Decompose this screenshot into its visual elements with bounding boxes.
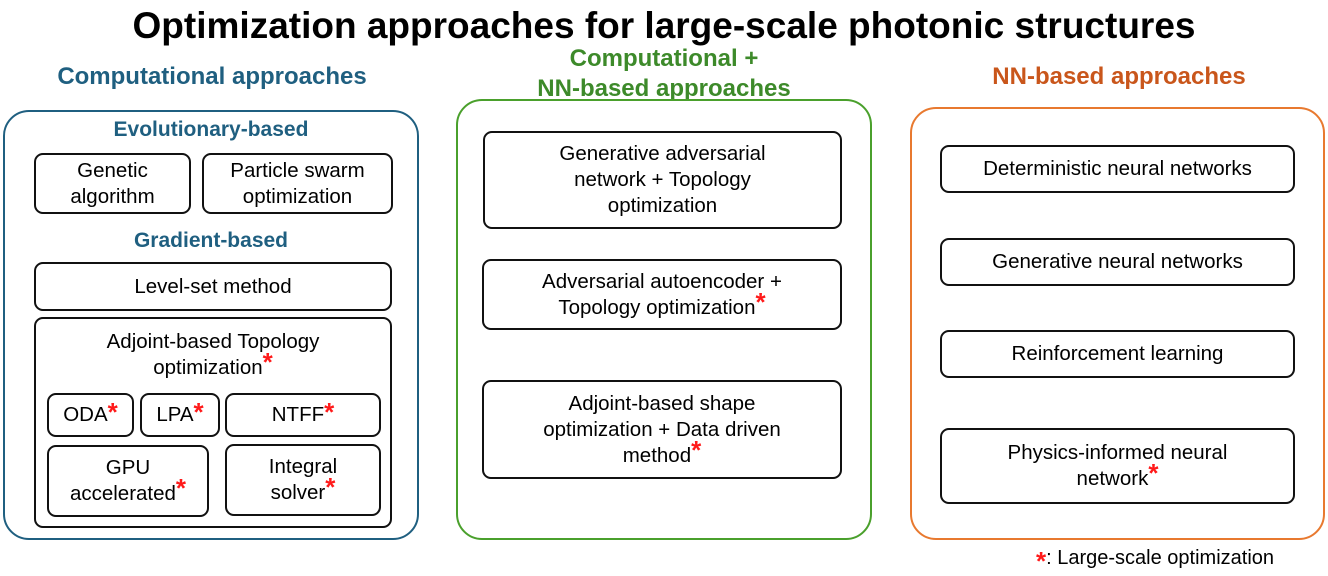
genetic-algorithm-label: Genetic algorithm <box>70 158 155 208</box>
deterministic-nn-box: Deterministic neural networks <box>940 145 1295 193</box>
generative-nn-box: Generative neural networks <box>940 238 1295 286</box>
legend: *: Large-scale optimization <box>1036 546 1275 574</box>
adjoint-shape-line2: optimization + Data driven <box>543 417 781 441</box>
gpu-accelerated-label-line2: accelerated <box>69 482 176 505</box>
level-set-box: Level-set method <box>34 262 392 311</box>
hybrid-panel <box>456 99 872 540</box>
gan-topology-box: Generative adversarial network + Topolog… <box>483 131 842 229</box>
lpa-label: LPA <box>156 403 194 426</box>
lpa-box: LPA* <box>140 393 220 437</box>
aae-topology-line1: Adversarial autoencoder + <box>542 269 782 293</box>
gpu-accelerated-label-line1: GPU <box>105 456 151 479</box>
large-scale-star-icon: * <box>691 434 702 465</box>
integral-solver-label-line2: solver <box>270 481 326 504</box>
pinn-line2: network <box>1076 467 1149 490</box>
oda-label: ODA <box>63 403 108 426</box>
large-scale-star-icon: * <box>1148 458 1159 488</box>
ntff-label: NTFF <box>271 403 325 426</box>
hybrid-heading: Computational + NN-based approaches <box>455 44 873 104</box>
nn-heading: NN-based approaches <box>992 63 1246 90</box>
adjoint-shape-line3: method <box>622 443 692 467</box>
adjoint-topology-label-line2: optimization <box>153 356 263 379</box>
ntff-box: NTFF* <box>225 393 381 437</box>
evolutionary-heading: Evolutionary-based <box>113 118 309 141</box>
aae-topology-line2: Topology optimization <box>558 295 756 319</box>
large-scale-star-icon: * <box>107 397 118 427</box>
integral-solver-label-line1: Integral <box>268 455 338 478</box>
computational-panel <box>3 110 419 540</box>
gan-topology-line3: optimization <box>607 194 718 217</box>
particle-swarm-box: Particle swarm optimization <box>202 153 393 214</box>
hybrid-heading-line2: NN-based approaches <box>537 75 791 102</box>
pinn-line1: Physics-informed neural <box>1007 441 1228 464</box>
legend-text: : Large-scale optimization <box>1046 547 1275 569</box>
adjoint-topology-label-line1: Adjoint-based Topology <box>106 330 320 353</box>
large-scale-star-icon: * <box>262 347 273 377</box>
gan-topology-line1: Generative adversarial <box>559 142 766 165</box>
computational-heading: Computational approaches <box>57 63 367 90</box>
particle-swarm-label: Particle swarm optimization <box>230 158 365 208</box>
diagram-title: Optimization approaches for large-scale … <box>132 5 1196 46</box>
oda-box: ODA* <box>47 393 134 437</box>
nn-panel <box>910 107 1325 540</box>
large-scale-star-icon: * <box>324 397 335 427</box>
large-scale-star-icon: * <box>175 473 187 503</box>
level-set-label: Level-set method <box>134 274 292 298</box>
adjoint-shape-line1: Adjoint-based shape <box>568 391 756 415</box>
aae-topology-box: Adversarial autoencoder + Topology optim… <box>482 259 842 330</box>
reinforcement-learning-label: Reinforcement learning <box>1011 342 1224 365</box>
gradient-heading: Gradient-based <box>133 229 289 252</box>
large-scale-star-icon: * <box>755 286 766 317</box>
genetic-algorithm-box: Genetic algorithm <box>34 153 191 214</box>
generative-nn-label: Generative neural networks <box>992 250 1243 273</box>
adjoint-shape-data-driven-box: Adjoint-based shape optimization + Data … <box>482 380 842 479</box>
hybrid-heading-line1: Computational + <box>569 45 759 72</box>
gpu-accelerated-box: GPU accelerated* <box>47 445 209 517</box>
large-scale-star-icon: * <box>325 472 336 502</box>
deterministic-nn-label: Deterministic neural networks <box>983 157 1252 180</box>
reinforcement-learning-box: Reinforcement learning <box>940 330 1295 378</box>
integral-solver-box: Integral solver* <box>225 444 381 516</box>
gan-topology-line2: network + Topology <box>574 168 751 191</box>
pinn-box: Physics-informed neural network* <box>940 428 1295 504</box>
large-scale-star-icon: * <box>193 397 204 427</box>
legend-star-icon: * <box>1036 546 1047 576</box>
